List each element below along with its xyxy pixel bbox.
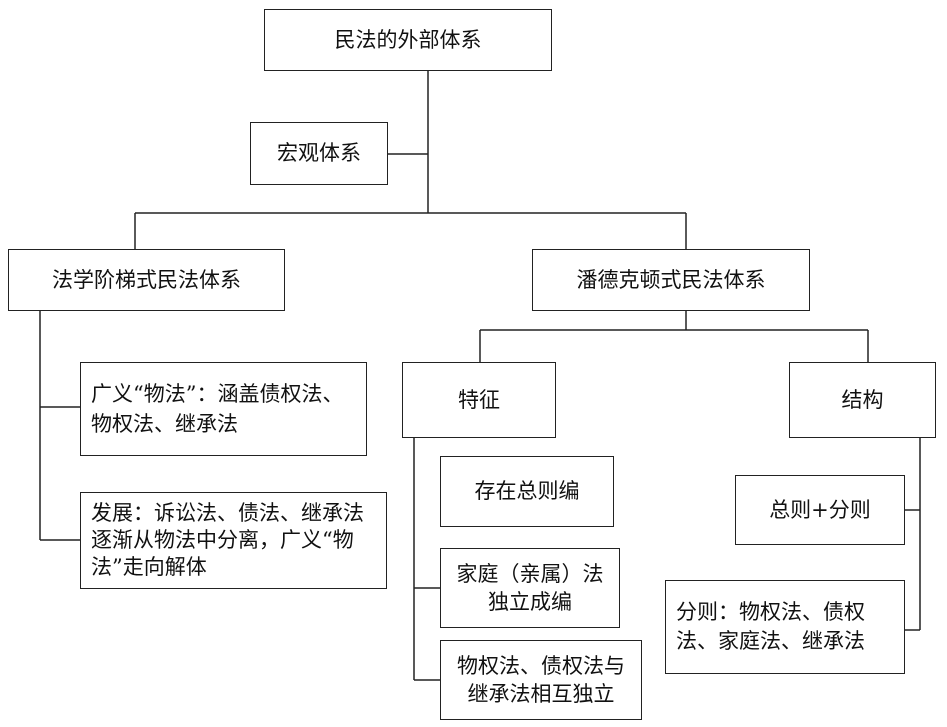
feature-1-text: 存在总则编: [474, 479, 580, 504]
macro-system-label: 宏观体系: [277, 141, 361, 166]
institutes-system-label: 法学阶梯式民法体系: [52, 267, 241, 292]
structure-node: 结构: [789, 362, 936, 438]
structure-special-parts: 分则：物权法、债权法、家庭法、继承法: [665, 580, 905, 674]
root-node: 民法的外部体系: [264, 9, 552, 71]
institutes-item-broad-property-law: 广义“物法”：涵盖债权法、物权法、继承法: [80, 362, 367, 456]
institutes-item-development: 发展：诉讼法、债法、继承法逐渐从物法中分离，广义“物法”走向解体: [80, 492, 387, 589]
institutes-item-2-text: 发展：诉讼法、债法、继承法逐渐从物法中分离，广义“物法”走向解体: [91, 500, 364, 580]
pandectist-system-node: 潘德克顿式民法体系: [532, 249, 810, 311]
structure-1-text: 总则+分则: [769, 497, 871, 522]
institutes-system-node: 法学阶梯式民法体系: [8, 249, 285, 311]
structure-2-text: 分则：物权法、债权法、家庭法、继承法: [676, 599, 865, 653]
feature-independent-laws: 物权法、债权法与继承法相互独立: [440, 640, 642, 720]
feature-2-text: 家庭（亲属）法独立成编: [456, 561, 604, 614]
macro-system-node: 宏观体系: [250, 122, 388, 185]
institutes-item-1-text: 广义“物法”：涵盖债权法、物权法、继承法: [91, 381, 344, 436]
pandectist-system-label: 潘德克顿式民法体系: [576, 267, 766, 292]
structure-general-special: 总则+分则: [735, 475, 905, 545]
features-node: 特征: [402, 362, 556, 438]
structure-label: 结构: [841, 387, 884, 412]
feature-family-law: 家庭（亲属）法独立成编: [440, 548, 620, 628]
feature-3-text: 物权法、债权法与继承法相互独立: [457, 653, 625, 706]
root-label: 民法的外部体系: [334, 27, 482, 52]
features-label: 特征: [458, 387, 500, 412]
feature-general-part: 存在总则编: [440, 456, 614, 527]
